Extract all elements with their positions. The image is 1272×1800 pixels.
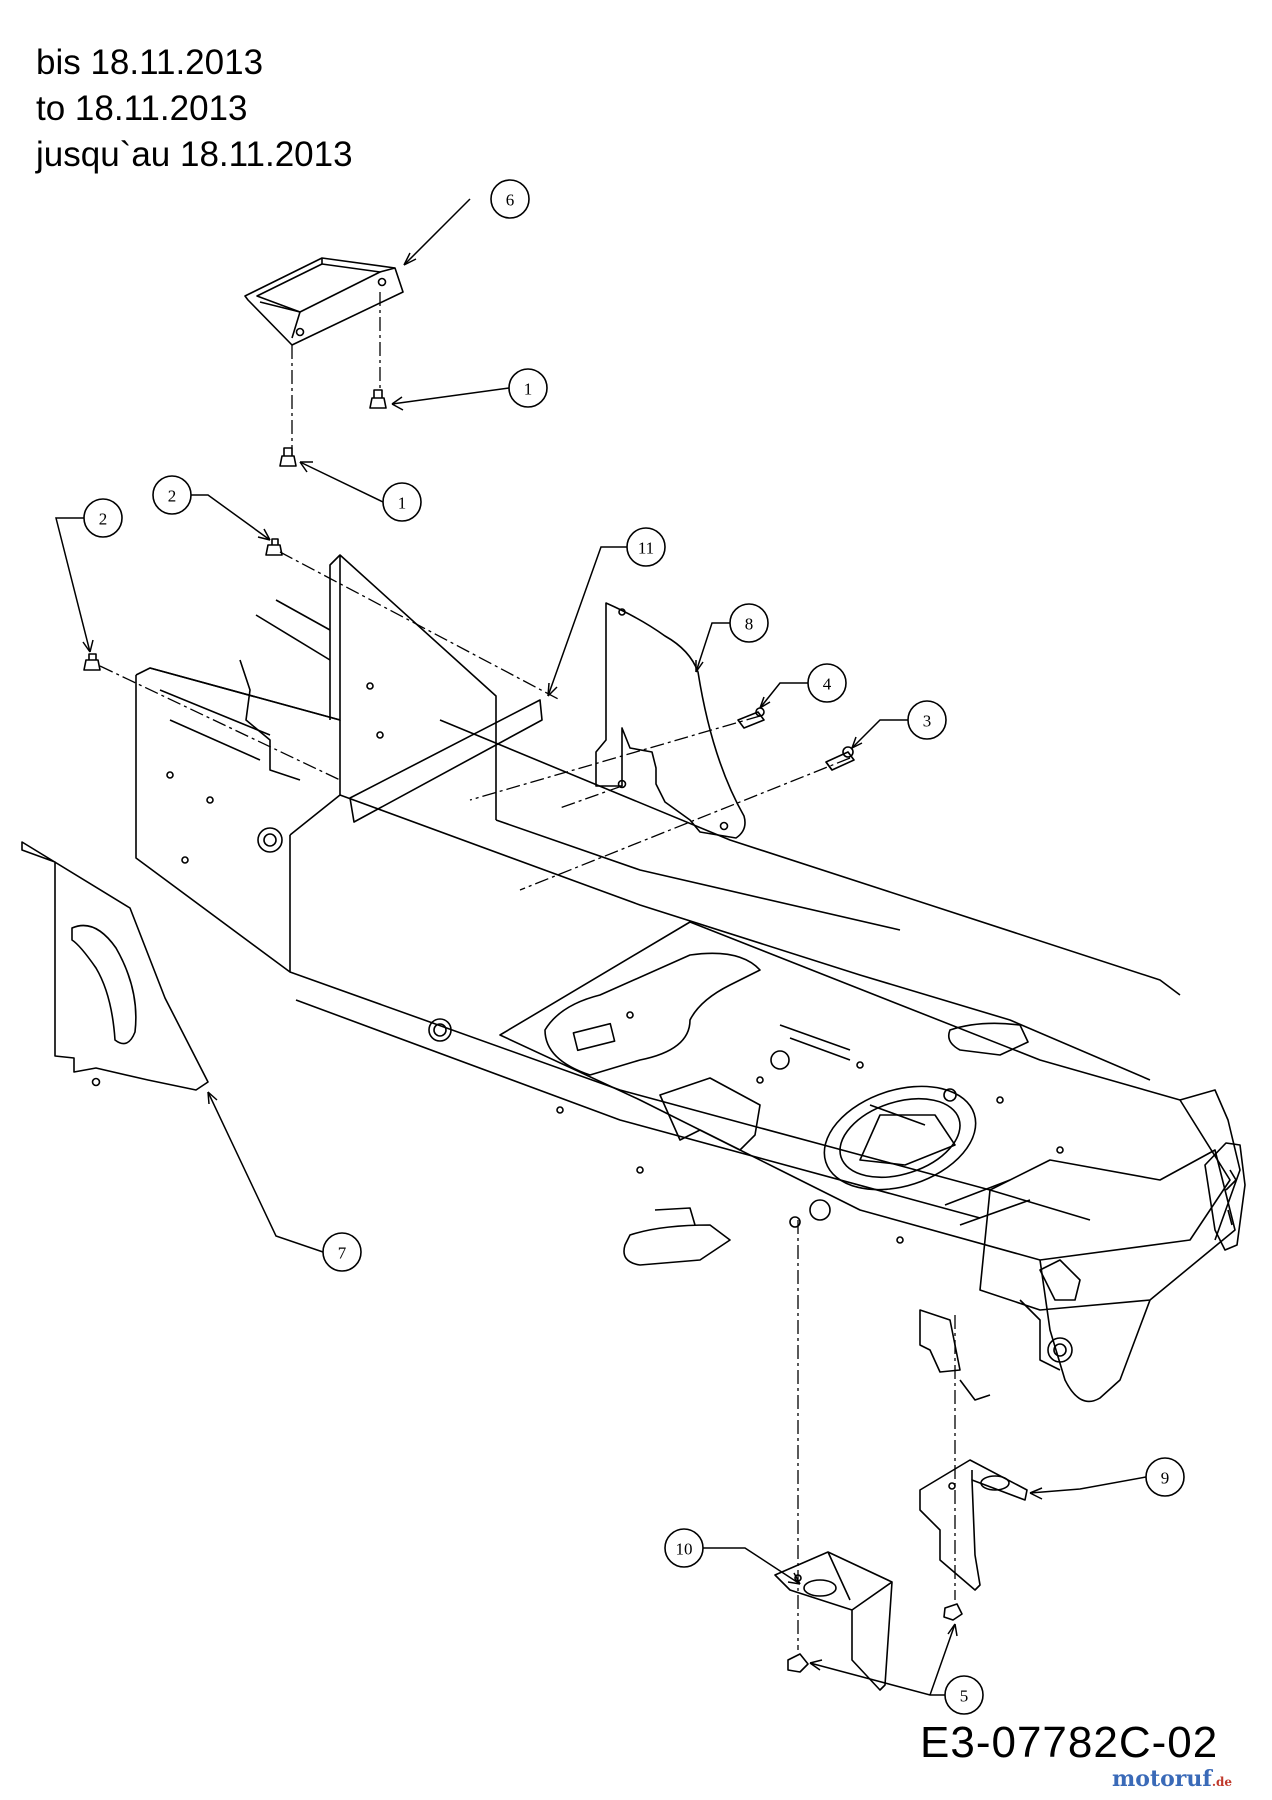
callout-circle-4 — [807, 663, 847, 703]
callout-circle-5 — [944, 1675, 984, 1715]
callout-4: 4 — [823, 675, 832, 694]
validity-line-en: to 18.11.2013 — [36, 89, 248, 128]
part-7-side-panel — [21, 841, 209, 1091]
callout-circle-10 — [664, 1528, 704, 1568]
callout-6: 6 — [506, 191, 515, 210]
callout-11: 11 — [638, 539, 654, 558]
callout-9: 9 — [1161, 1469, 1170, 1488]
part-8-guard — [595, 602, 746, 839]
validity-note: bis 18.11.2013 to 18.11.2013 jusqu`au 18… — [36, 40, 353, 178]
watermark-text: motoruf — [1112, 1766, 1212, 1792]
callout-7: 7 — [338, 1244, 347, 1263]
watermark: motoruf.de — [1112, 1766, 1232, 1792]
part-3-fastener — [825, 746, 855, 771]
callout-1-lower: 1 — [398, 494, 407, 513]
callout-circle-1-upper — [508, 368, 548, 408]
callout-3: 3 — [923, 712, 932, 731]
part-9-bracket — [919, 1459, 1028, 1591]
callout-10: 10 — [676, 1540, 693, 1559]
callout-circle-2-right — [152, 475, 192, 515]
validity-line-de: bis 18.11.2013 — [36, 43, 264, 82]
part-5-nut-lower — [787, 1653, 809, 1673]
callout-circle-2-left — [83, 498, 123, 538]
callout-circle-6 — [490, 179, 530, 219]
validity-line-fr: jusqu`au 18.11.2013 — [36, 135, 353, 174]
watermark-suffix: .de — [1211, 1775, 1233, 1789]
callout-circle-7 — [322, 1232, 362, 1272]
callout-8: 8 — [745, 615, 754, 634]
callout-2-right: 2 — [168, 487, 177, 506]
callout-circle-8 — [729, 603, 769, 643]
callout-5: 5 — [960, 1687, 969, 1706]
part-5-nut-upper — [943, 1603, 963, 1621]
part-chassis-frame — [135, 554, 1246, 1403]
callout-circle-1-lower — [382, 482, 422, 522]
part-11-crossbar — [349, 699, 543, 823]
callout-circle-3 — [907, 700, 947, 740]
callout-2-left: 2 — [99, 510, 108, 529]
part-2-screw-left — [83, 653, 101, 671]
part-2-screw-right — [265, 538, 283, 556]
part-6-bracket — [244, 257, 404, 346]
document-number: E3-07782C-02 — [920, 1718, 1219, 1767]
part-1-bolt-upper — [369, 389, 387, 409]
callout-1-upper: 1 — [524, 380, 533, 399]
callout-circle-11 — [626, 527, 666, 567]
callout-circle-9 — [1145, 1457, 1185, 1497]
part-1-bolt-lower — [279, 447, 297, 467]
